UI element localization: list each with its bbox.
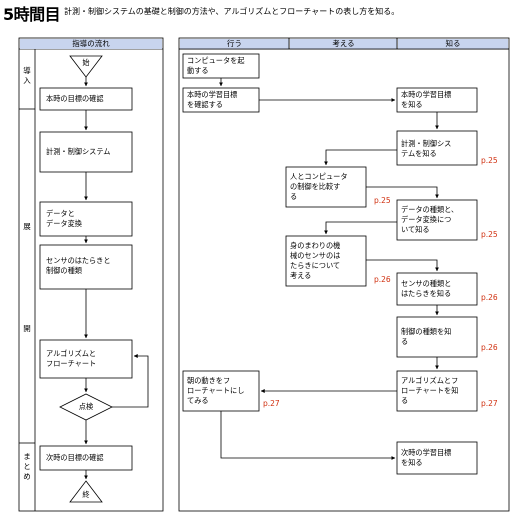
flow-system-box (39, 131, 133, 173)
stage-summary: まとめ (23, 452, 31, 481)
act-startup-box (182, 53, 260, 79)
page-ref-control: p.26 (481, 343, 498, 352)
know-sensor-box (396, 272, 478, 306)
flow-next-label: 次時の目標の確認 (46, 453, 104, 462)
know-system-box (396, 130, 478, 166)
know-sensor-label: センサの種類と はたらきを知る (401, 279, 452, 298)
page-ref-system: p.25 (481, 156, 498, 165)
page-ref-make-chart: p.27 (263, 399, 280, 408)
column-header-act: 行う (227, 39, 242, 48)
know-data-box (396, 199, 478, 241)
page-ref-sensor: p.26 (481, 293, 498, 302)
stage-dev-2: 開 (23, 324, 31, 333)
know-goal-box (396, 87, 478, 113)
flow-header-bg (20, 39, 162, 49)
think-compare-label: 人とコンピュータ の制御を比較す る (290, 172, 348, 201)
flow-start-triangle (69, 55, 103, 78)
page-subtitle: 計測・制御システムの基礎と制御の方法や、アルゴリズムとフローチャートの表し方を知… (64, 7, 400, 16)
think-header-bg (290, 39, 397, 49)
flow-sensor-label: センサのはたらきと 制御の種類 (46, 256, 111, 275)
flow-data-box (39, 201, 133, 237)
know-goal-label: 本時の学習目標 を知る (401, 90, 452, 109)
know-algorithm-label: アルゴリズムとフ ローチャートを知 る (401, 376, 459, 405)
know-control-box (396, 316, 478, 358)
stage-intro: 導入 (23, 66, 31, 85)
flow-objective-label: 本時の目標の確認 (46, 94, 104, 103)
act-check-goal-label: 本時の学習目標 を確認する (187, 90, 238, 109)
know-data-label: データの種類と、 データ変換につ いて知る (401, 205, 459, 234)
know-control-label: 制御の種類を知 る (401, 327, 452, 346)
column-header-know: 知る (445, 39, 461, 48)
act-header-bg (180, 39, 289, 49)
act-make-chart-label: 朝の動きをフ ローチャートにし てみる (187, 376, 245, 405)
flow-data-label: データと データ変換 (46, 209, 82, 228)
page-ref-data: p.25 (481, 230, 498, 239)
act-startup-label: コンピュータを起 動する (187, 56, 245, 75)
page-ref-algorithm: p.27 (481, 399, 498, 408)
act-make-chart-box (182, 370, 260, 412)
stage-dev-1: 展 (23, 222, 31, 231)
flow-check-label: 点検 (78, 402, 94, 411)
right-panel (178, 37, 510, 512)
know-next-goal-box (396, 441, 478, 475)
flow-start-label: 始 (82, 58, 90, 67)
page-title: 5時間目 (3, 5, 61, 24)
know-header-bg (398, 39, 508, 49)
flow-system-label: 計測・制御システム (46, 147, 111, 156)
page-ref-think-sensor: p.26 (374, 275, 391, 284)
think-sensor-label: 身のまわりの機 械のセンサのは たらきについて 考える (290, 241, 341, 280)
flow-algorithm-label: アルゴリズムと フローチャート (46, 349, 97, 368)
left-panel (18, 37, 164, 512)
know-system-label: 計測・制御シス テムを知る (401, 139, 452, 158)
column-header-think: 考える (332, 39, 355, 48)
column-header-flow: 指導の流れ (72, 39, 110, 48)
know-next-goal-label: 次時の学習目標 を知る (401, 448, 452, 467)
think-compare-box (285, 166, 367, 208)
flow-algorithm-box (39, 339, 133, 379)
flow-end-triangle (69, 480, 103, 503)
think-sensor-box (285, 235, 367, 287)
flow-sensor-box (39, 244, 133, 290)
flow-end-label: 終 (82, 490, 90, 499)
page-ref-compare: p.25 (374, 196, 391, 205)
